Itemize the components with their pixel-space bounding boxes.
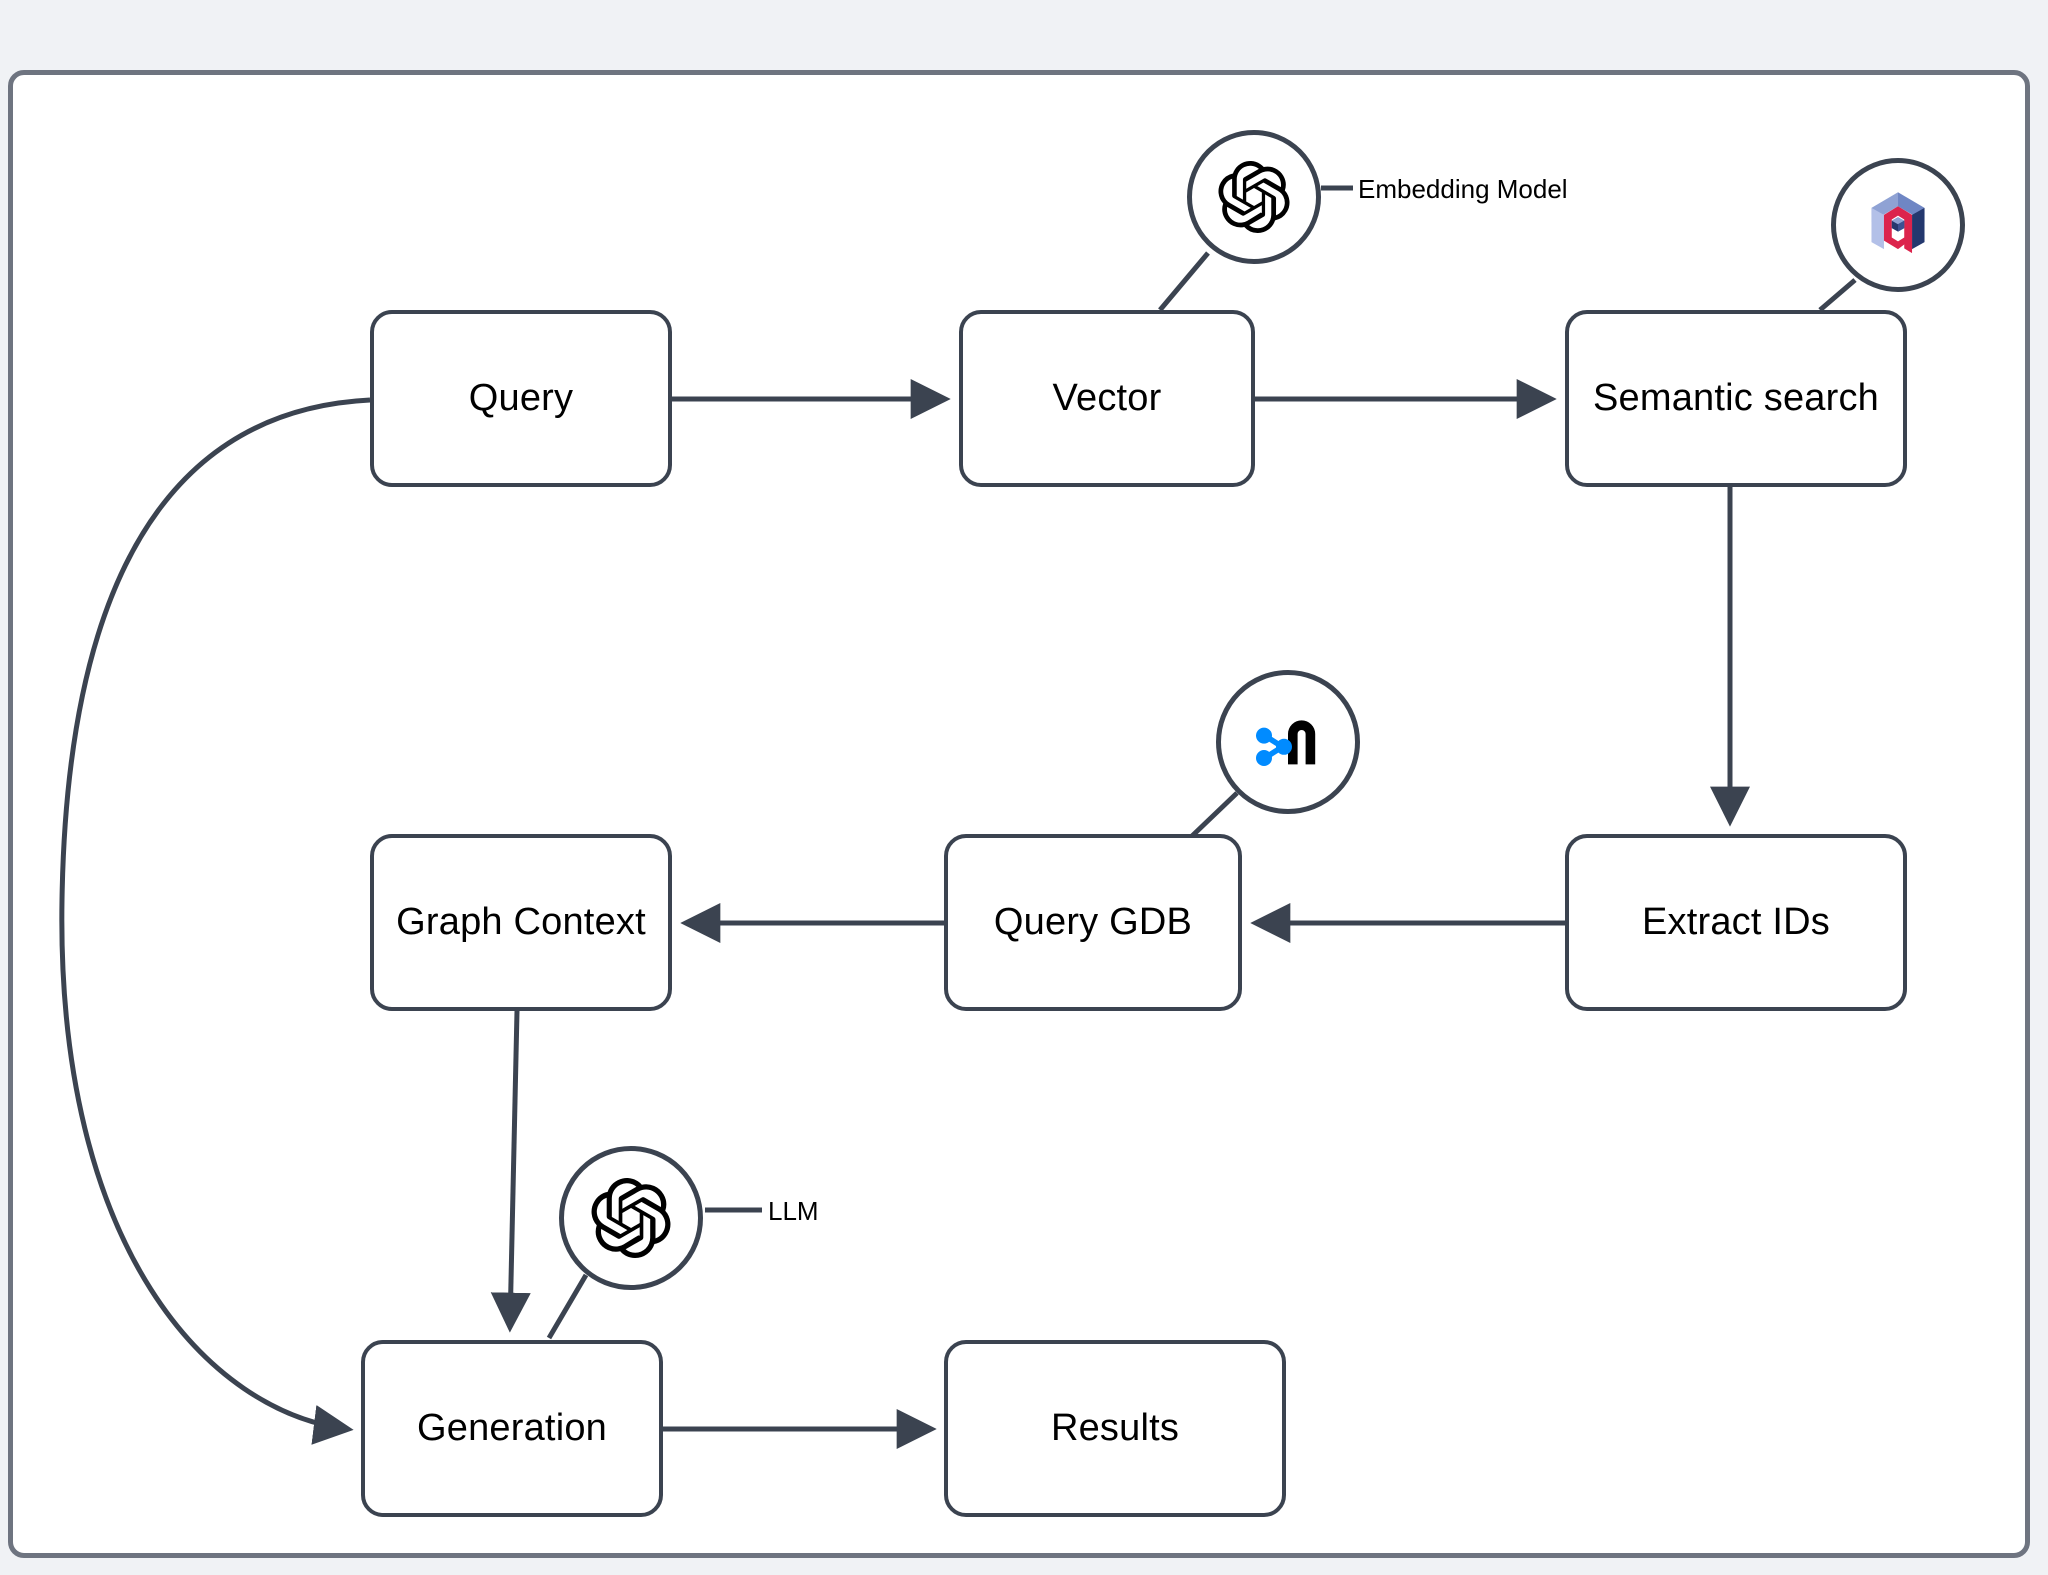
node-generation[interactable]: Generation (361, 1340, 663, 1517)
node-query-gdb-label: Query GDB (993, 901, 1193, 943)
badge-graph-db[interactable] (1216, 670, 1360, 814)
node-vector[interactable]: Vector (959, 310, 1255, 487)
connector-embedding-model-to-vector (1158, 251, 1210, 312)
node-generation-label: Generation (416, 1407, 607, 1449)
node-query[interactable]: Query (370, 310, 672, 487)
node-extract-ids-label: Extract IDs (1641, 901, 1830, 943)
node-query-gdb[interactable]: Query GDB (944, 834, 1242, 1011)
connector-vector-db-to-semantic-search (1818, 278, 1857, 312)
node-graph-context-label: Graph Context (396, 901, 646, 943)
node-semantic-search[interactable]: Semantic search (1565, 310, 1907, 487)
node-graph-context[interactable]: Graph Context (370, 834, 672, 1011)
node-vector-label: Vector (1052, 377, 1162, 419)
neo4j-logo-icon (1244, 702, 1332, 782)
edge-graph-context-to-generation (490, 1010, 531, 1333)
badge-llm-label: LLM (768, 1196, 819, 1226)
qdrant-logo-icon (1859, 186, 1937, 264)
node-semantic-search-label: Semantic search (1592, 377, 1879, 419)
edge-query-to-generation (59, 397, 371, 1445)
connector-llm-to-generation (546, 1273, 589, 1340)
node-extract-ids[interactable]: Extract IDs (1565, 834, 1907, 1011)
badge-llm[interactable] (559, 1146, 703, 1290)
badge-embedding-model-label: Embedding Model (1358, 174, 1568, 204)
connector-graph-db-to-query-gdb (1190, 791, 1239, 838)
badge-embedding-model[interactable] (1187, 130, 1321, 264)
node-query-label: Query (468, 377, 574, 419)
openai-logo-icon (591, 1178, 671, 1258)
node-results[interactable]: Results (944, 1340, 1286, 1517)
node-results-label: Results (1050, 1407, 1180, 1449)
openai-logo-icon (1218, 161, 1290, 233)
badge-vector-db[interactable] (1831, 158, 1965, 292)
